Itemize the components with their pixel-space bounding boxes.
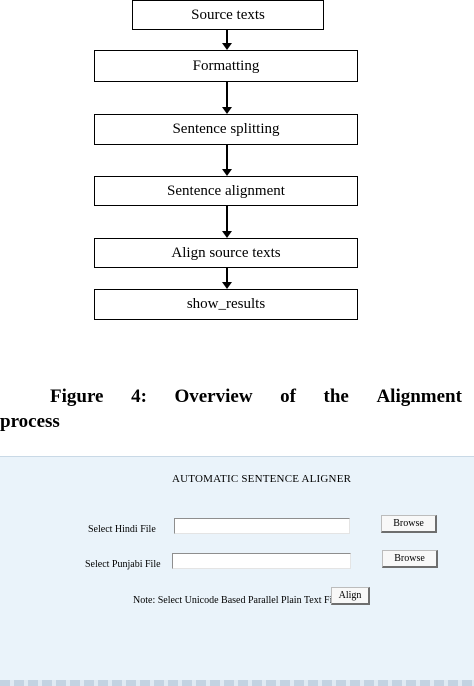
caption-word: Overview xyxy=(174,386,253,407)
flow-arrow-head xyxy=(222,282,232,289)
figure-caption-continuation: process xyxy=(0,411,60,432)
flow-arrow xyxy=(226,145,228,169)
flow-arrow-head xyxy=(222,43,232,50)
browse-punjabi-button[interactable]: Browse xyxy=(382,550,438,568)
unicode-note: Note: Select Unicode Based Parallel Plai… xyxy=(133,595,344,606)
aligner-window: AUTOMATIC SENTENCE ALIGNER Select Hindi … xyxy=(0,456,474,686)
flow-step-source-texts: Source texts xyxy=(132,0,324,30)
flow-arrow-head xyxy=(222,107,232,114)
caption-word: Figure xyxy=(50,386,104,407)
flow-arrow-head xyxy=(222,169,232,176)
punjabi-file-input[interactable] xyxy=(172,553,351,569)
caption-word: the xyxy=(323,386,349,407)
caption-word: 4: xyxy=(131,386,147,407)
flow-arrow-head xyxy=(222,231,232,238)
flow-step-sentence-alignment: Sentence alignment xyxy=(94,176,358,206)
hindi-file-label: Select Hindi File xyxy=(88,524,156,535)
flow-arrow xyxy=(226,82,228,107)
flow-step-sentence-splitting: Sentence splitting xyxy=(94,114,358,145)
browse-hindi-button[interactable]: Browse xyxy=(381,515,437,533)
punjabi-file-label: Select Punjabi File xyxy=(85,559,161,570)
hindi-file-input[interactable] xyxy=(174,518,350,534)
caption-word: Alignment xyxy=(376,386,462,407)
flow-arrow xyxy=(226,206,228,231)
caption-word: of xyxy=(280,386,296,407)
figure-caption: Figure 4: Overview of the Alignment xyxy=(50,386,462,408)
flow-step-formatting: Formatting xyxy=(94,50,358,82)
flow-arrow xyxy=(226,268,228,282)
flow-arrow xyxy=(226,30,228,43)
flow-step-show-results: show_results xyxy=(94,289,358,320)
flow-step-align-source-texts: Align source texts xyxy=(94,238,358,268)
align-button[interactable]: Align xyxy=(331,587,370,605)
app-title: AUTOMATIC SENTENCE ALIGNER xyxy=(172,473,352,485)
